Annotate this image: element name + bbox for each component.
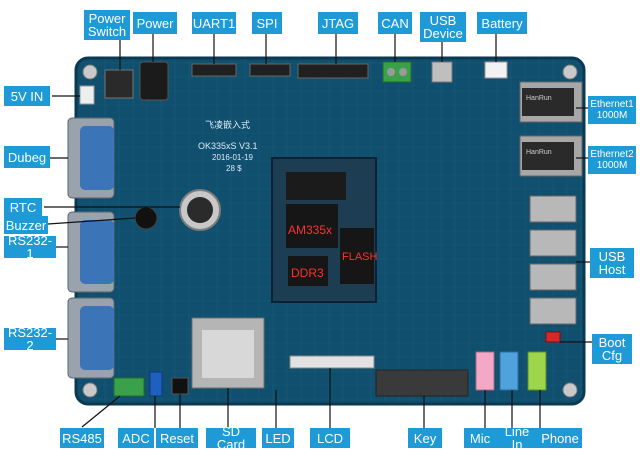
mounting-hole [562,382,578,398]
adc-pot [149,371,163,397]
leader-rs485 [81,395,121,428]
label-spi: SPI [252,12,282,34]
flash-label: FLASH [342,251,378,263]
lcd-connector [289,355,375,369]
usb-host-port [529,195,577,223]
rs232-2-db9-face [80,306,114,370]
label-rs232-1: RS232-1 [4,234,56,260]
reset-button-part [171,377,189,395]
mounting-hole [562,64,578,80]
label-sd-card: SD Card [206,425,256,451]
label-ethernet1: Ethernet1 1000M [588,96,636,124]
jtag-header [297,63,369,79]
board-date: 2016-01-19 [212,153,253,162]
label-dubeg: Dubeg [4,146,50,168]
label-ethernet2: Ethernet2 1000M [588,146,636,174]
rtc-battery-inner [187,197,213,223]
can-terminal [382,61,412,83]
power-jack [139,61,169,101]
mounting-hole [82,382,98,398]
leader-buzzer [47,217,136,225]
label-rs485: RS485 [60,428,104,448]
label-battery: Battery [477,12,527,34]
label-rtc: RTC [4,198,42,216]
ethernet2-jack-face [522,142,574,170]
label-uart1: UART1 [192,12,236,34]
phone-jack [527,351,547,391]
cpu-label: AM335x [288,223,332,237]
label-led: LED [262,428,294,448]
label-usb-device: USB Device [420,12,466,42]
rs485-terminal [113,377,145,397]
uart1-header [191,63,237,77]
mic-jack [475,351,495,391]
usb-host-port [529,297,577,325]
battery-connector [484,61,508,79]
som-chip-top [286,172,346,200]
ethernet1-brand: HanRun [526,95,552,102]
label-mic: Mic [464,428,496,448]
five-v-connector [79,85,95,105]
label-power: Power [133,12,177,34]
label-key: Key [408,428,442,448]
ethernet1-jack-face [522,88,574,116]
flash-chip [340,228,374,284]
dubeg-db9-face [80,126,114,190]
board-brand: 飞凌嵌入式 [205,119,250,131]
label-line-in: Line In [496,425,538,451]
label-usb-host: USB Host [590,248,634,278]
usb-host-port [529,229,577,257]
leader-lines [44,30,592,428]
can-screw [387,68,395,76]
sd-card-slot-inner [202,330,254,378]
label-adc: ADC [118,428,154,448]
ethernet2-brand: HanRun [526,149,552,156]
usb-device-port [431,61,453,83]
label-buzzer: Buzzer [4,216,48,234]
key-button-group [375,369,469,397]
mounting-hole [82,64,98,80]
ddr-chip [288,256,328,286]
buzzer-part [134,206,158,230]
label-reset: Reset [156,428,198,448]
cpu-chip [286,204,338,248]
spi-header [249,63,291,77]
power-switch-part [104,69,134,99]
can-screw [399,68,407,76]
label-jtag: JTAG [318,12,358,34]
board-rev: 28 $ [226,164,242,173]
label-phone: Phone [538,428,582,448]
label-rs232-2: RS232-2 [4,326,56,352]
label-boot-cfg: Boot Cfg [592,334,632,364]
rs232-1-db9-face [80,220,114,284]
boot-cfg-switch [545,331,561,343]
label-can: CAN [378,12,412,34]
label-5v-in: 5V IN [4,86,50,106]
label-power-switch: Power Switch [84,10,130,40]
board-model: OK335xS V3.1 [198,141,258,151]
ddr-label: DDR3 [291,266,324,280]
line-in-jack [499,351,519,391]
label-lcd: LCD [310,428,350,448]
usb-host-port [529,263,577,291]
